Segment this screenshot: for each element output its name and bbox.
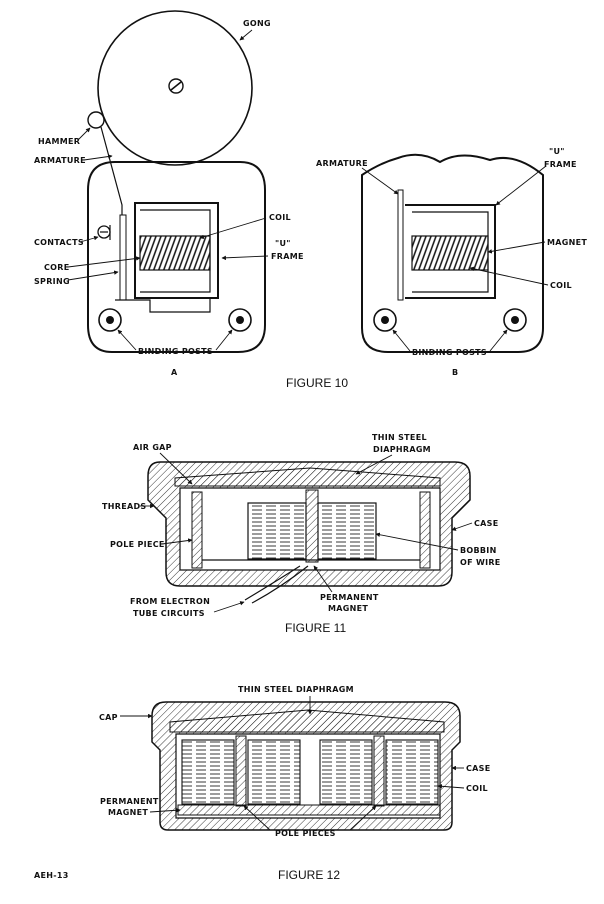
label-core: CORE [44,263,70,272]
caption-figure-11: FIGURE 11 [285,621,346,635]
label-binding-posts-b: BINDING POSTS [412,348,487,357]
label-case-11: CASE [474,519,499,528]
label-magnet-11-2: MAGNET [328,604,368,613]
label-armature-a: ARMATURE [34,156,86,165]
coil-12-2 [247,739,301,805]
caption-figure-10: FIGURE 10 [286,376,348,390]
label-pole-pieces: POLE PIECES [275,829,336,838]
armature-bar [119,214,127,301]
label-pole-piece: POLE PIECE [110,540,165,549]
label-coil-12: COIL [466,784,488,793]
spring-shape [115,299,151,306]
label-cap: CAP [99,713,118,722]
panel-label-a: A [171,368,178,377]
label-diaphragm-11-1: THIN STEEL [372,433,427,442]
figure-11-receiver-cross-section: AIR GAP THIN STEEL DIAPHRAGM THREADS CAS… [102,433,501,618]
pole-piece-12-right [373,735,385,807]
bell-base-plate [87,161,266,353]
diaphragm-11 [174,467,441,487]
label-bobbin-2: OF WIRE [460,558,501,567]
pole-piece-12-left [235,735,247,807]
coil-12-1 [181,739,235,805]
lead-wires [244,565,309,604]
label-coil-a: COIL [269,213,291,222]
label-case-12: CASE [466,764,491,773]
u-frame-shape [134,202,219,299]
coil-12-3 [319,739,373,805]
coil-12-4 [385,739,439,805]
label-contacts: CONTACTS [34,238,84,247]
center-pole-11 [305,489,319,563]
label-bobbin-1: BOBBIN [460,546,497,555]
label-magnet: MAGNET [547,238,587,247]
hammer-ball [87,111,105,129]
caption-figure-12: FIGURE 12 [278,868,340,882]
receiver-base-plate [361,153,544,353]
label-spring: SPRING [34,277,70,286]
label-hammer: HAMMER [38,137,80,146]
label-from-1: FROM ELECTRON [130,597,210,606]
u-frame-b-shape [405,204,496,299]
diaphragm-12 [169,709,445,733]
bobbin-right [317,502,377,560]
label-armature-b: ARMATURE [316,159,368,168]
label-binding-posts-a: BINDING POSTS [138,347,213,356]
panel-label-b: B [452,368,458,377]
page-code: AEH-13 [34,871,69,880]
pole-piece-right-11 [419,491,431,569]
label-threads: THREADS [102,502,146,511]
label-u-a-1: "U" [275,239,291,248]
coil-winding [139,235,211,271]
label-magnet-12-1: PERMANENT [100,797,159,806]
label-u-b-1: "U" [549,147,565,156]
figure-10a-bell: GONG HAMMER ARMATURE COIL CONTACTS CORE … [34,10,304,377]
bobbin-left [247,502,307,560]
label-gong: GONG [243,19,271,28]
pole-piece-left-11 [191,491,203,569]
label-from-2: TUBE CIRCUITS [133,609,205,618]
label-frame-a-2: FRAME [271,252,304,261]
permanent-magnet-bar-12 [177,804,441,816]
figure-10b-receiver: ARMATURE "U" FRAME MAGNET COIL BINDING P… [316,147,587,377]
label-magnet-11-1: PERMANENT [320,593,379,602]
label-diaphragm-12: THIN STEEL DIAPHRAGM [238,685,354,694]
label-magnet-12-2: MAGNET [108,808,148,817]
label-air-gap: AIR GAP [133,443,172,452]
armature-b-bar [397,189,404,301]
label-coil-b: COIL [550,281,572,290]
magnet-core-b [411,235,489,271]
label-frame-b-2: FRAME [544,160,577,169]
label-diaphragm-11-2: DIAPHRAGM [373,445,431,454]
figure-12-receiver-cross-section: THIN STEEL DIAPHRAGM CAP CASE COIL PERMA… [99,685,491,838]
